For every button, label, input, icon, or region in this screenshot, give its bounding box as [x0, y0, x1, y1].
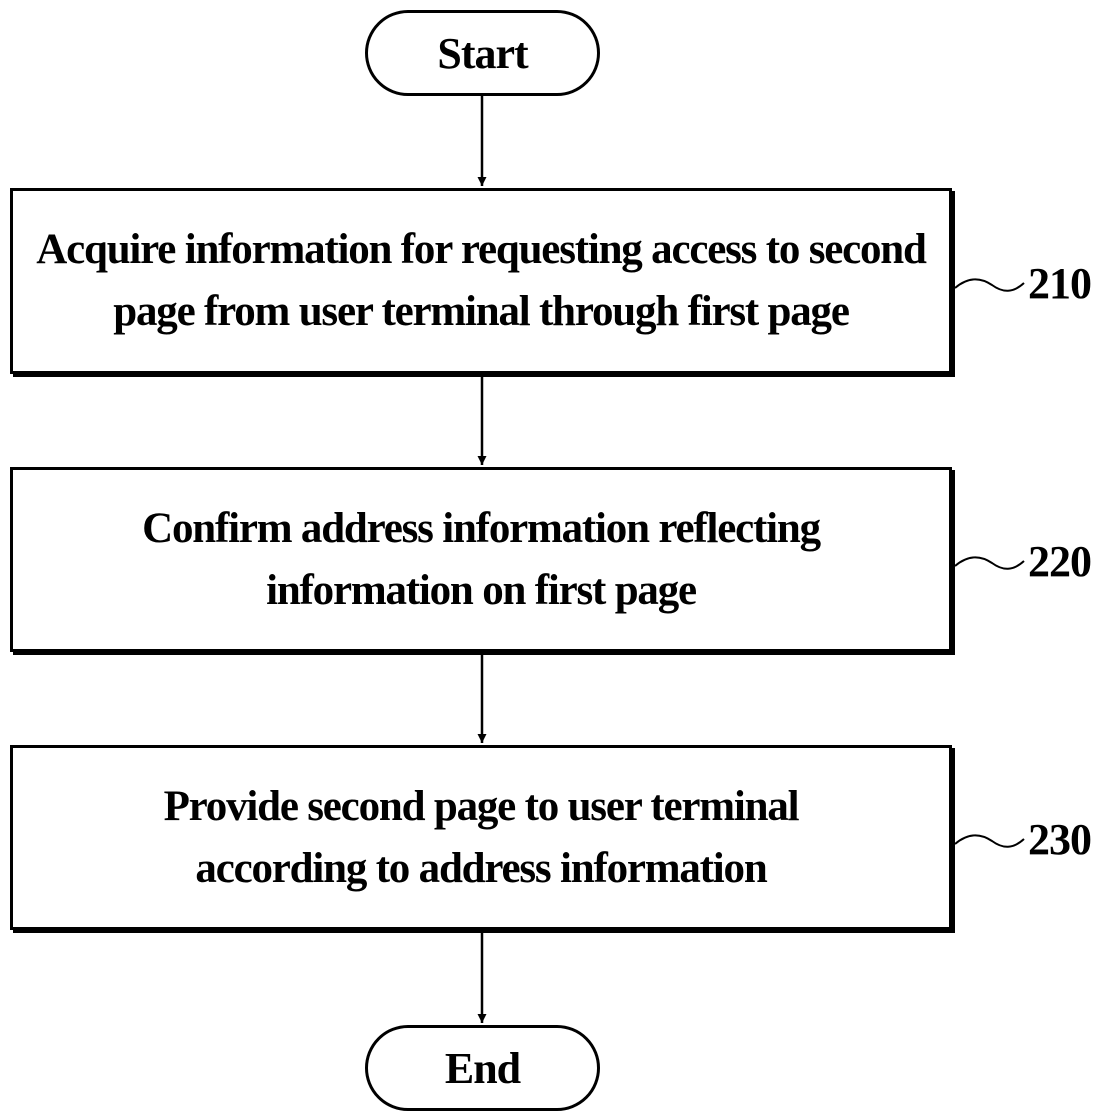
end-label: End [444, 1043, 521, 1093]
leader-line-210 [954, 278, 1025, 292]
process-step-210: Acquire information for requesting acces… [10, 188, 952, 374]
process-step-210-text: Acquire information for requesting acces… [36, 226, 927, 335]
process-step-230-text: Provide second page to user terminal acc… [163, 782, 800, 892]
reference-numeral-230: 230 [1028, 815, 1092, 864]
start-label: Start [437, 28, 528, 78]
process-step-220-text: Confirm address information reflecting i… [142, 504, 821, 614]
reference-numeral-210: 210 [1028, 259, 1092, 308]
process-step-230: Provide second page to user terminal acc… [10, 745, 952, 930]
process-step-220: Confirm address information reflecting i… [10, 467, 952, 652]
leader-line-220 [954, 556, 1025, 570]
start-terminal: Start [365, 10, 600, 96]
reference-numeral-220: 220 [1028, 537, 1092, 586]
leader-line-230 [954, 834, 1025, 848]
end-terminal: End [365, 1025, 600, 1111]
